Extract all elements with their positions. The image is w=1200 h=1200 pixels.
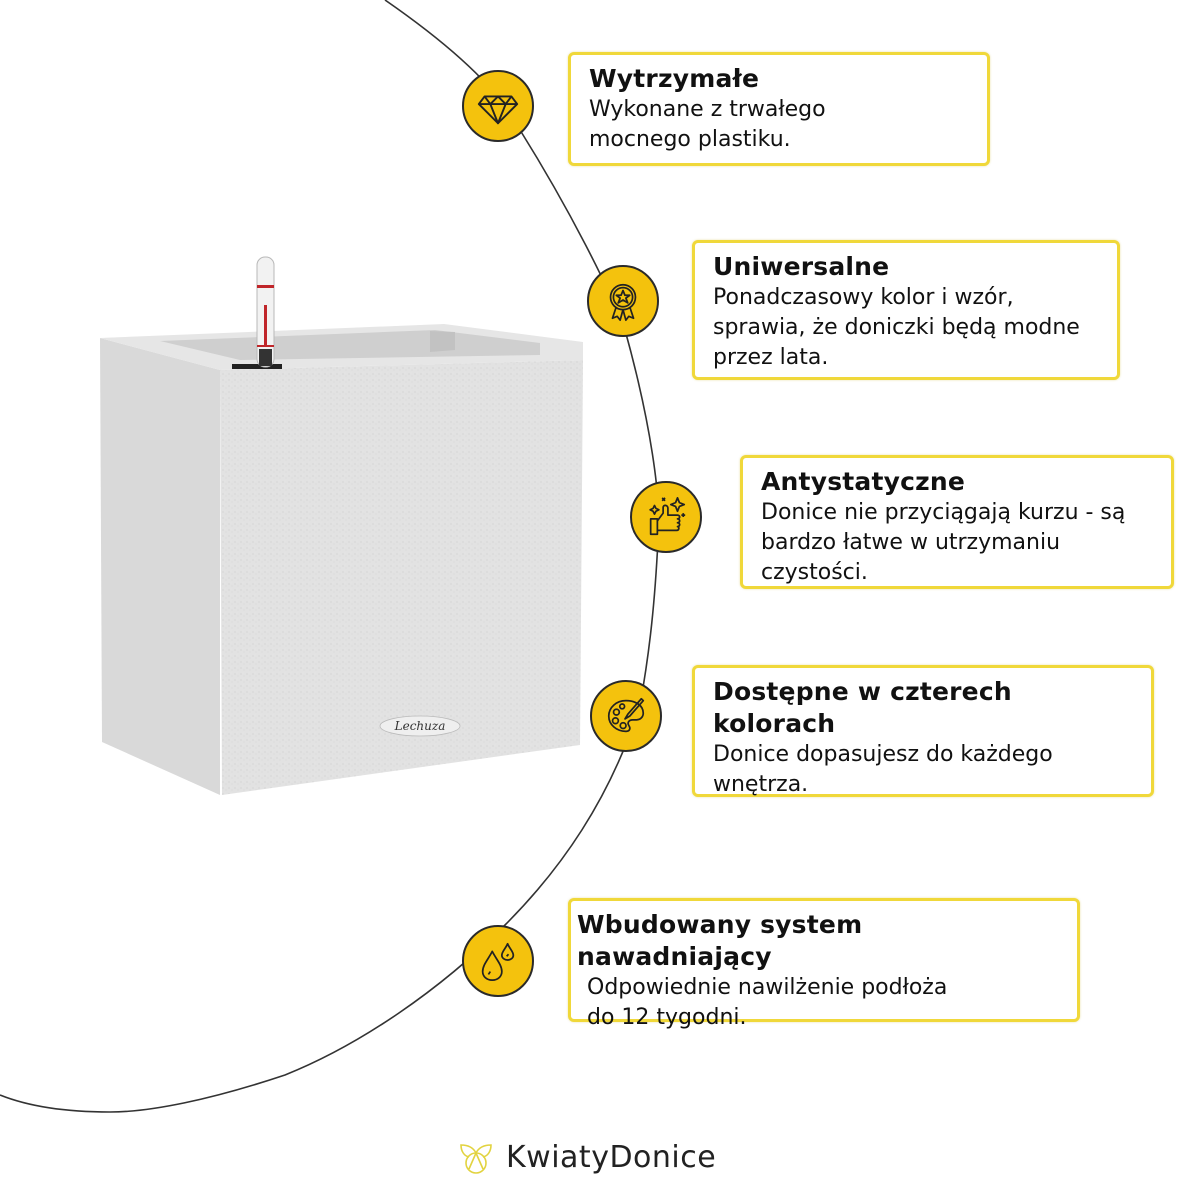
feature-card: Uniwersalne Ponadczasowy kolor i wzór, s… (692, 240, 1120, 380)
feature-card: Wbudowany system nawadniający Odpowiedni… (568, 898, 1080, 1030)
svg-text:Lechuza: Lechuza (394, 719, 446, 733)
brand-name: KwiatyDonice (506, 1140, 717, 1175)
feature-card: Antystatyczne Donice nie przyciągają kur… (740, 455, 1174, 589)
feature-description: Wykonane z trwałego mocnego plastiku. (589, 97, 826, 152)
feature-title: Uniwersalne (713, 252, 890, 281)
water-level-indicator (256, 256, 275, 368)
feature-card: Dostępne w czterech kolorach Donice dopa… (692, 665, 1154, 797)
award-ribbon-icon (587, 265, 659, 337)
palette-icon (590, 680, 662, 752)
lechuza-logo: Lechuza (379, 715, 461, 737)
feature-description: Odpowiednie nawilżenie podłoża do 12 tyg… (587, 975, 948, 1030)
feature-description: Ponadczasowy kolor i wzór, sprawia, że d… (713, 285, 1080, 370)
brand-footer: KwiatyDonice (458, 1140, 716, 1175)
feature-description: Donice dopasujesz do każdego wnętrza. (713, 742, 1053, 797)
feature-card: Wytrzymałe Wykonane z trwałego mocnego p… (568, 52, 990, 166)
feature-title: Wytrzymałe (589, 64, 760, 93)
diamond-icon (462, 70, 534, 142)
feature-title: Wbudowany system nawadniający (577, 910, 863, 971)
feature-title: Dostępne w czterech kolorach (713, 677, 1012, 738)
feature-title: Antystatyczne (761, 467, 966, 496)
feature-description: Donice nie przyciągają kurzu - są bardzo… (761, 500, 1126, 585)
water-drops-icon (462, 925, 534, 997)
butterfly-logo-icon (460, 1143, 492, 1174)
thumbs-up-sparkle-icon (630, 481, 702, 553)
